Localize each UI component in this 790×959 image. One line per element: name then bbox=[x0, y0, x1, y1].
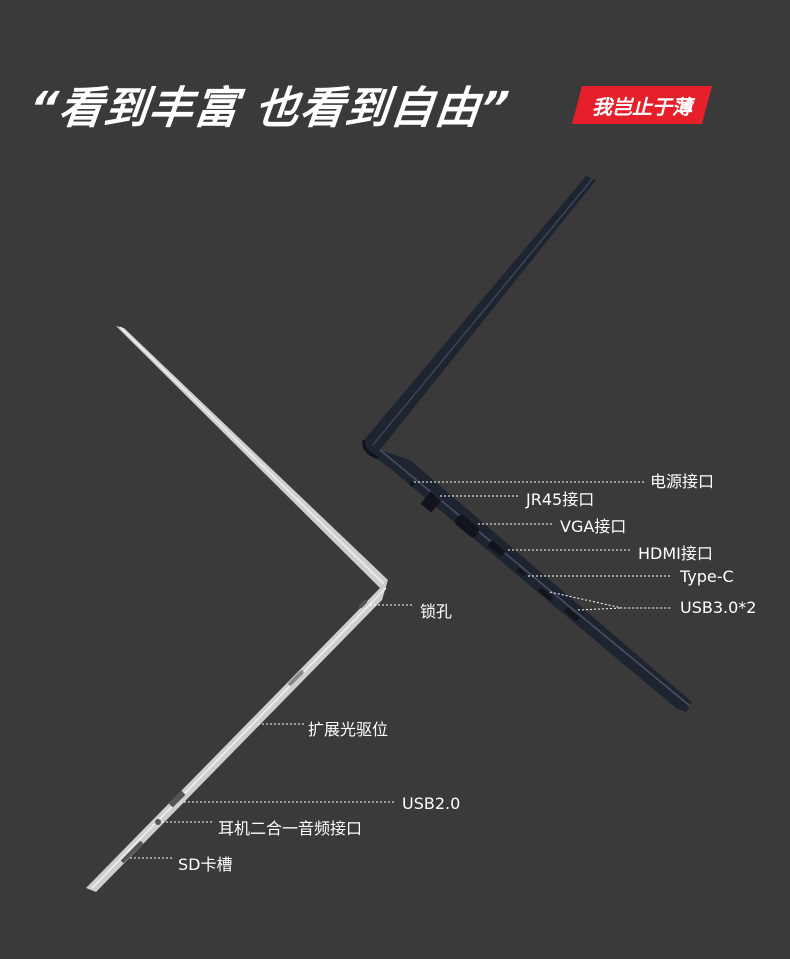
label-optical-drive-bay: 扩展光驱位 bbox=[308, 720, 389, 739]
vga-port bbox=[454, 514, 480, 538]
audio-jack bbox=[155, 819, 161, 825]
usb3-port-1 bbox=[538, 587, 554, 602]
label-usb2-port: USB2.0 bbox=[402, 794, 461, 813]
left-leader-lines bbox=[130, 604, 414, 859]
silver-laptop bbox=[86, 326, 388, 892]
slogan-badge: 我岂止于薄 bbox=[572, 86, 712, 124]
slogan-badge-text: 我岂止于薄 bbox=[592, 94, 692, 119]
sd-card-slot bbox=[121, 841, 143, 863]
right-leader-lines bbox=[414, 481, 672, 611]
label-power-port: 电源接口 bbox=[650, 472, 715, 491]
rj45-port bbox=[420, 491, 442, 513]
usb3-port-2 bbox=[564, 607, 580, 622]
label-usb3-ports: USB3.0*2 bbox=[680, 598, 757, 617]
lock-slot bbox=[358, 599, 368, 609]
silver-laptop-base bbox=[86, 580, 388, 892]
label-sd-card-slot: SD卡槽 bbox=[178, 855, 233, 874]
label-type-c-port: Type-C bbox=[680, 567, 734, 586]
label-lock-slot: 锁孔 bbox=[420, 602, 453, 621]
hdmi-port bbox=[488, 540, 506, 557]
dark-laptop bbox=[362, 176, 692, 712]
type-c-port bbox=[516, 568, 526, 576]
label-vga-port: VGA接口 bbox=[560, 517, 627, 536]
label-rj45-port: JR45接口 bbox=[526, 490, 595, 509]
label-audio-jack: 耳机二合一音频接口 bbox=[218, 819, 363, 838]
dc-power-port bbox=[409, 481, 415, 487]
optical-drive-bay bbox=[288, 670, 304, 686]
label-hdmi-port: HDMI接口 bbox=[638, 544, 713, 563]
usb2-port bbox=[168, 790, 186, 808]
